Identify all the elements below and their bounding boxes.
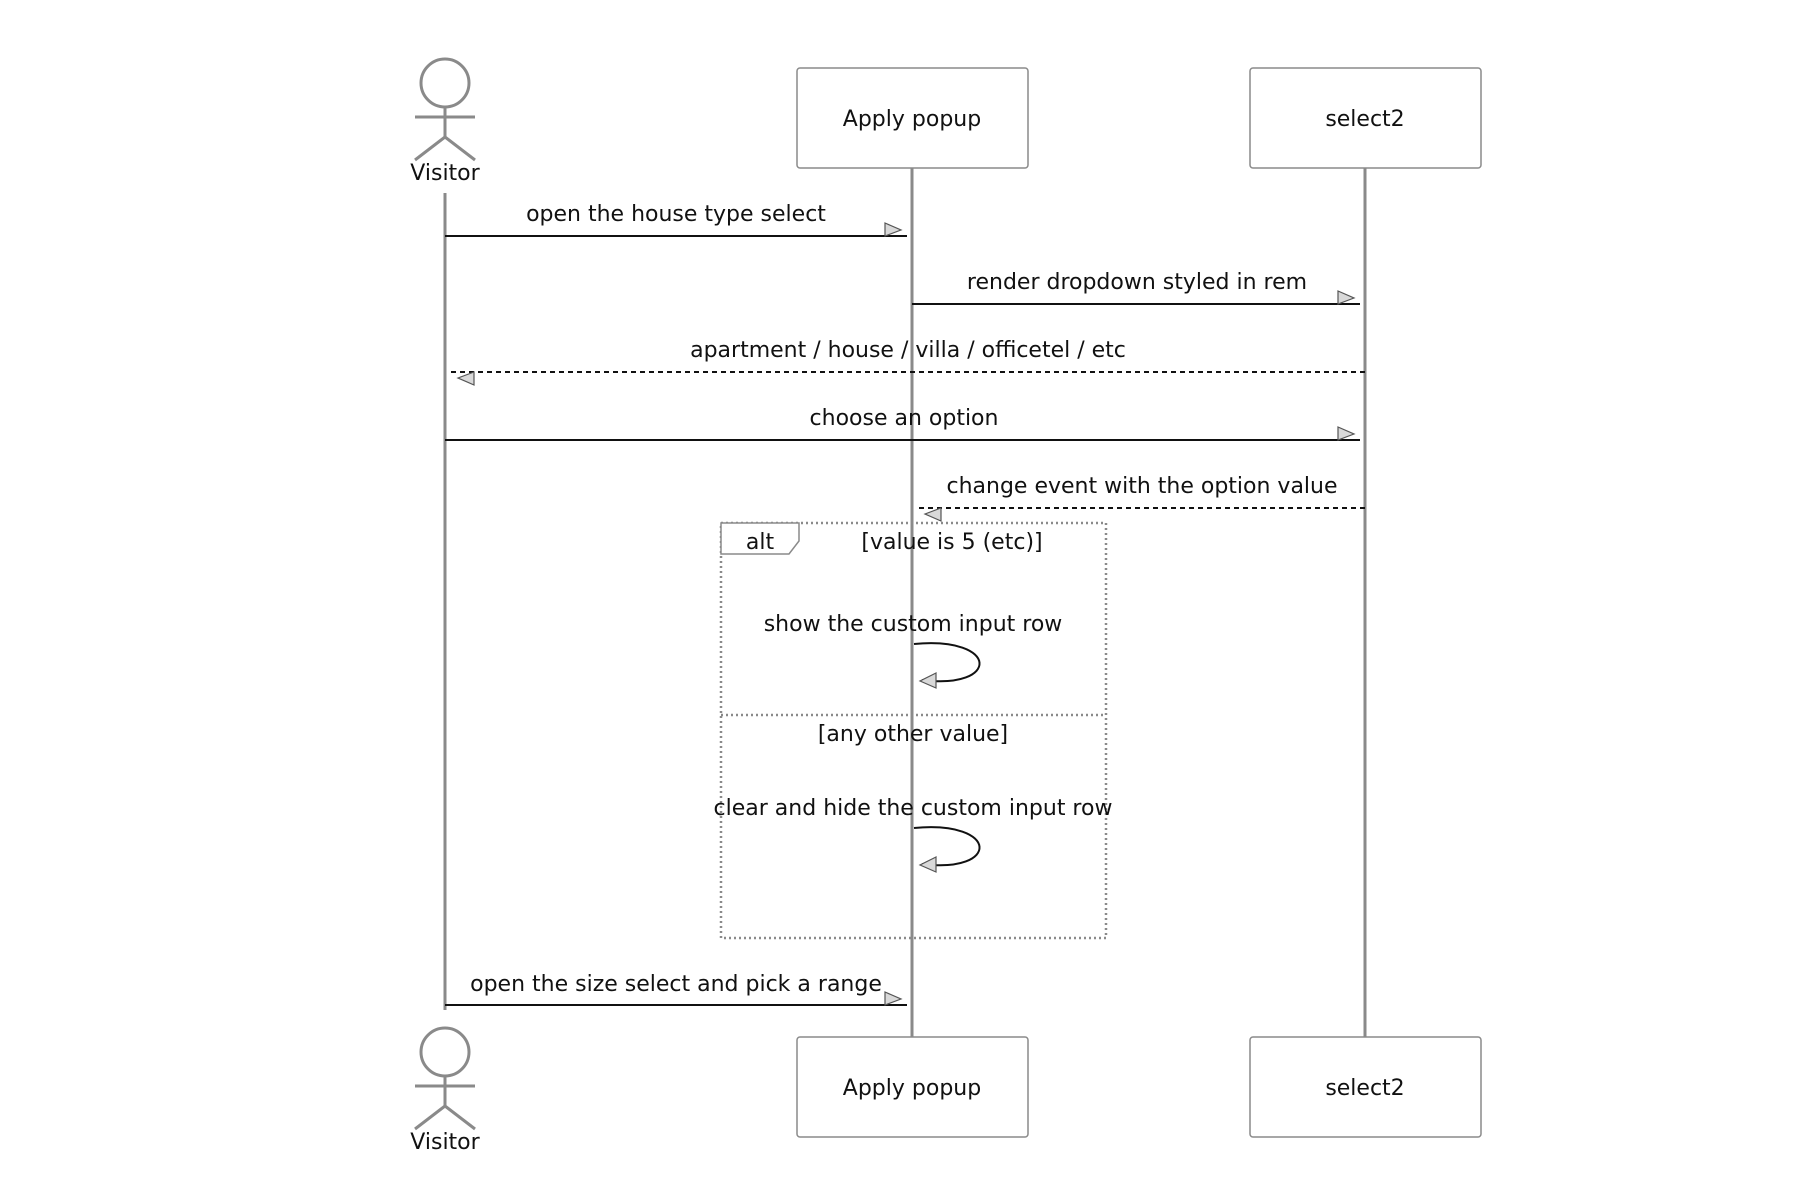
message-label: open the house type select: [526, 202, 826, 227]
actor-visitor-label: Visitor: [410, 161, 480, 186]
actor-visitor-bottom: Visitor: [410, 1026, 481, 1155]
arrowhead-icon: [884, 222, 903, 237]
alt-condition-1: [value is 5 (etc)]: [861, 530, 1042, 555]
message-label: choose an option: [810, 406, 999, 431]
alt-keyword: alt: [746, 530, 775, 555]
arrowhead-icon: [884, 991, 903, 1006]
message-label: clear and hide the custom input row: [714, 796, 1113, 821]
arrowhead-icon: [923, 507, 942, 522]
message-clear-hide-custom-input-row: clear and hide the custom input row: [714, 796, 1113, 873]
arrowhead-icon: [456, 371, 475, 386]
message-label: show the custom input row: [764, 612, 1063, 637]
message-open-house-type-select: open the house type select: [445, 202, 907, 237]
actor-visitor-top: Visitor: [410, 57, 481, 186]
alt-frame: alt [value is 5 (etc)] [any other value]: [719, 521, 1108, 940]
message-label: render dropdown styled in rem: [967, 270, 1307, 295]
participant-box: [1249, 1036, 1482, 1138]
message-label: open the size select and pick a range: [470, 972, 882, 997]
participant-box: [796, 1036, 1029, 1138]
message-choose-option: choose an option: [445, 406, 1360, 441]
participant-apply-popup-label: Apply popup: [843, 107, 981, 132]
participant-box: [1249, 67, 1482, 169]
actor-head: [419, 57, 471, 109]
participant-apply-popup-bottom: Apply popup: [796, 1036, 1029, 1138]
participant-select2-top: select2: [1249, 67, 1482, 169]
arrowhead-icon: [1337, 290, 1356, 305]
actor-visitor-label: Visitor: [410, 1130, 480, 1155]
message-change-event: change event with the option value: [917, 474, 1365, 522]
message-label: change event with the option value: [946, 474, 1337, 499]
actor-head: [419, 1026, 471, 1078]
participant-select2-bottom: select2: [1249, 1036, 1482, 1138]
arrowhead-icon: [918, 672, 937, 689]
actor-left-leg: [414, 135, 446, 162]
actor-right-leg: [444, 135, 476, 162]
self-message-loop: [913, 642, 981, 683]
participant-apply-popup-top: Apply popup: [796, 67, 1029, 169]
participant-select2-label: select2: [1325, 107, 1404, 132]
alt-frame-tab: [720, 522, 800, 555]
participant-select2-label: select2: [1325, 1076, 1404, 1101]
arrowhead-icon: [1337, 426, 1356, 441]
arrowhead-icon: [918, 856, 937, 873]
message-render-dropdown: render dropdown styled in rem: [912, 270, 1360, 305]
actor-left-leg: [414, 1104, 446, 1131]
participant-apply-popup-label: Apply popup: [843, 1076, 981, 1101]
message-label: apartment / house / villa / officetel / …: [690, 338, 1126, 363]
participant-box: [796, 67, 1029, 169]
message-options-reply: apartment / house / villa / officetel / …: [450, 338, 1365, 386]
message-open-size-select: open the size select and pick a range: [445, 972, 907, 1006]
actor-right-leg: [444, 1104, 476, 1131]
message-show-custom-input-row: show the custom input row: [764, 612, 1063, 689]
alt-condition-2: [any other value]: [818, 722, 1008, 747]
self-message-loop: [913, 826, 981, 867]
